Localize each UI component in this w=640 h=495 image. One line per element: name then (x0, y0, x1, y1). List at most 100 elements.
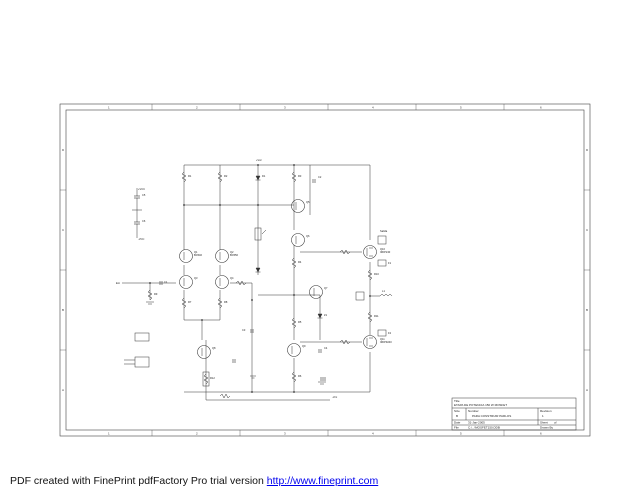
label-tr2: BC556 (230, 253, 238, 257)
speaker-connector (355, 291, 365, 301)
title-block-text: Title ETAPA DE POTENCIA 150 W MOSFET Siz… (454, 399, 557, 430)
tb-file-label: File (454, 426, 459, 430)
zone-col-1-bottom: 1 (108, 432, 110, 436)
component-labels: Q1 BC546 Q2 BC556 Q3 Q4 Q5 Q6 Q7 Q8 Q9 Q… (116, 158, 392, 399)
ground-symbols (146, 301, 326, 385)
tb-number-value: PARA CONSTRUIR PARLOS (472, 414, 511, 418)
resistor-r10 (367, 269, 373, 281)
zone-col-3: 3 (284, 106, 286, 110)
transistor-q8 (197, 345, 211, 359)
tb-date-label: Date (454, 421, 461, 425)
label-d1: D1 (262, 174, 266, 178)
mosfet-m2 (363, 335, 377, 349)
label-c4: C4 (324, 346, 328, 350)
transistor-q6 (291, 233, 305, 247)
footer-text: PDF created with FinePrint pdfFactory Pr… (10, 475, 267, 487)
zone-col-6-bottom: 6 (540, 432, 542, 436)
tb-revision-value: 1 (542, 414, 544, 418)
transistor-q2 (215, 249, 229, 263)
transistor-q5 (291, 199, 305, 213)
title-block (451, 397, 577, 431)
resistor-r5 (291, 317, 297, 329)
zone-row-b: B (62, 308, 64, 312)
label-q7: Q7 (324, 286, 328, 290)
label-q5: Q5 (306, 200, 310, 204)
resistor-r7 (181, 297, 187, 309)
zone-ticks (60, 104, 590, 436)
connector-j1 (134, 332, 150, 342)
zone-row-d: D (62, 148, 65, 152)
diodes (255, 175, 323, 319)
label-r8: R8 (224, 300, 228, 304)
tb-title: ETAPA DE POTENCIA 150 W MOSFET (454, 403, 507, 407)
diode-d1 (255, 175, 261, 181)
tb-number-label: Number (468, 409, 479, 413)
zone-col-5-bottom: 5 (460, 432, 462, 436)
tb-drawn-label: Drawn By (540, 426, 554, 430)
tb-date-value: 31-Jan-2005 (468, 421, 485, 425)
resistor-r6 (291, 371, 297, 383)
label-in: Ent (116, 281, 120, 285)
label-f1: F1 (388, 261, 392, 265)
resistor-r8 (217, 297, 223, 309)
resistor-r9 (147, 289, 153, 301)
resistors (147, 171, 373, 399)
output-parts (124, 235, 393, 368)
resistor-r12 (203, 373, 209, 385)
tb-revision-label: Revision (540, 409, 552, 413)
resistor-r4 (291, 257, 297, 269)
label-q11: Q11 (380, 337, 385, 341)
zone-row-c-right: C (586, 228, 589, 232)
label-q6: Q6 (306, 234, 310, 238)
potentiometer (202, 227, 267, 387)
label-z1: Z1 (324, 313, 328, 317)
resistor-r14 (339, 339, 351, 345)
zone-col-2-bottom: 2 (196, 432, 198, 436)
label-tr1: BC546 (194, 253, 202, 257)
label-c6: C6 (142, 219, 146, 223)
transistor-q7 (309, 285, 323, 299)
capacitors (134, 179, 326, 381)
pdf-footer: PDF created with FinePrint pdfFactory Pr… (10, 475, 378, 487)
transistor-marks (183, 202, 373, 356)
zone-col-4-bottom: 4 (372, 432, 374, 436)
zone-row-c: C (62, 228, 65, 232)
label-c3: C3 (242, 328, 246, 332)
label-r9: R9 (154, 292, 158, 296)
label-c1: C1 (164, 280, 168, 284)
label-q9: Q9 (302, 344, 306, 348)
zone-row-d-right: D (586, 148, 589, 152)
label-r12: R12 (210, 376, 215, 380)
label-r4: R4 (298, 260, 302, 264)
zone-col-2: 2 (196, 106, 198, 110)
label-l1: L1 (382, 289, 385, 293)
label-r1: R1 (188, 174, 192, 178)
label-m1: IRFP240 (380, 250, 391, 254)
label-q2: Q2 (230, 250, 234, 254)
footer-link[interactable]: http://www.fineprint.com (266, 475, 379, 487)
label-r11: R11 (374, 314, 379, 318)
tb-sheet-value: of (554, 421, 557, 425)
junctions (149, 164, 371, 393)
label-r10: R10 (374, 272, 379, 276)
zone-row-b-right: B (586, 308, 588, 312)
resistor-r2 (217, 171, 223, 183)
tb-file-value: C:\...\MOSFET150.DDB (468, 426, 500, 430)
zener-z1 (317, 313, 323, 319)
label-r2: R2 (224, 174, 228, 178)
fuse-f1 (377, 259, 387, 267)
fuse-f2 (377, 329, 387, 337)
tb-size-label: Size (454, 409, 460, 413)
label-q1: Q1 (194, 250, 198, 254)
transistor-q3 (179, 275, 193, 289)
transistors (179, 199, 377, 359)
label-ps2: -VCC (138, 237, 144, 241)
resistor-r3 (291, 171, 297, 183)
transistor-q4 (215, 275, 229, 289)
output-connector (377, 235, 387, 245)
label-r5: R5 (298, 320, 302, 324)
resistor-r11 (367, 311, 373, 323)
label-vplus: +Vcc (256, 158, 263, 162)
label-m2: IRFP9240 (380, 340, 392, 344)
